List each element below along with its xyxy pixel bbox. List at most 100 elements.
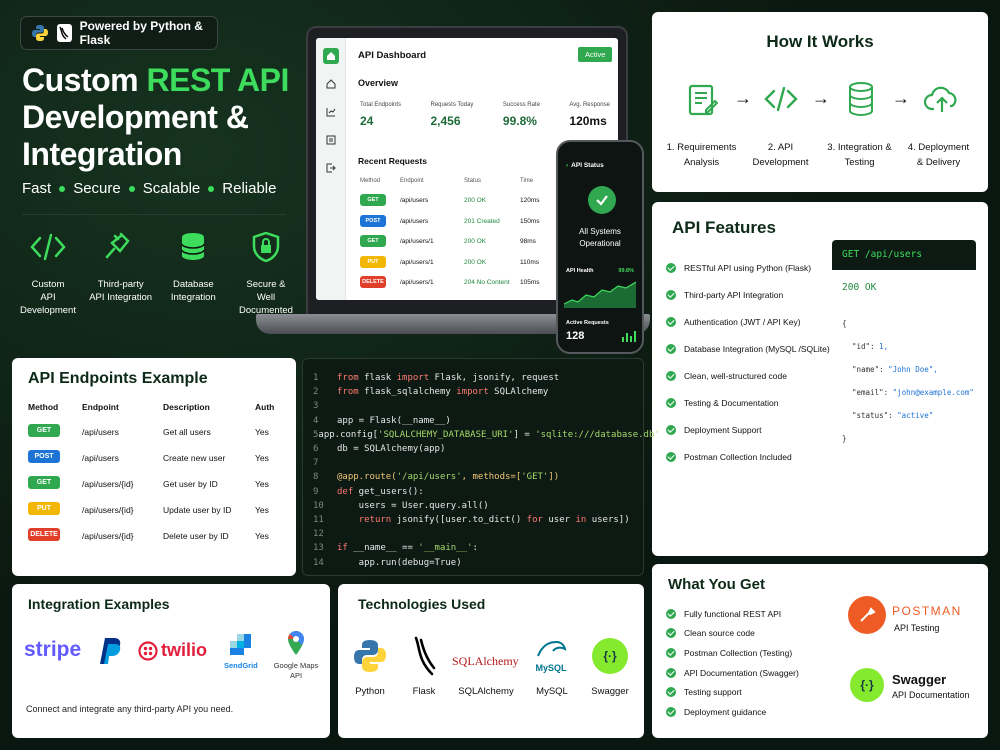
endpoint-text: /api/users/{id}	[82, 505, 134, 515]
endpoint-text: /api/users	[82, 453, 119, 463]
service-line2: API Development	[20, 292, 76, 316]
endpoint-text: /api/users	[82, 427, 119, 437]
health-value: 99.8%	[618, 268, 634, 274]
title-part2: Development &	[22, 99, 249, 135]
integrations-footer: Connect and integrate any third-party AP…	[26, 704, 234, 714]
endpoint-text: /api/users/1	[400, 279, 434, 286]
database-icon	[181, 233, 206, 260]
feature-text: Deployment Support	[684, 424, 762, 435]
step-line2: Development	[752, 157, 809, 168]
title-highlight: REST API	[146, 62, 290, 98]
endpoint-row: GET /api/users Get all users Yes	[28, 424, 288, 440]
json-open: {	[842, 319, 847, 328]
logout-icon[interactable]	[323, 160, 339, 176]
time-text: 105ms	[520, 279, 540, 286]
endpoint-row: PUT /api/users/{id} Update user by ID Ye…	[28, 502, 288, 518]
step-line1: 2. API	[767, 142, 794, 153]
what-you-get-title: What You Get	[668, 576, 765, 593]
code-text: from flask import Flask, jsonify, reques…	[337, 373, 560, 383]
code-line: 11 return jsonify([user.to_dict() for us…	[313, 513, 643, 527]
back-arrow-icon[interactable]: ‹	[566, 162, 569, 169]
step-line1: 4. Deployment	[907, 142, 970, 153]
hero-tagline: Fast Secure Scalable Reliable	[22, 180, 276, 197]
stripe-logo: stripe	[24, 638, 82, 661]
request-row[interactable]: GET /api/users 200 OK 120ms	[360, 194, 560, 208]
request-text: GET /api/users	[842, 249, 923, 260]
status-text: 200 OK	[464, 238, 487, 245]
endpoint-text: /api/users/1	[400, 258, 434, 266]
status-line1: All Systems	[579, 227, 621, 236]
phone-header: ‹API Status	[566, 162, 604, 169]
line-number: 4	[313, 415, 319, 426]
col-method: Method	[360, 178, 381, 184]
dashboard-title: API Dashboard	[358, 50, 427, 61]
stat-label: Avg. Response	[569, 102, 610, 108]
database-icon	[848, 82, 874, 121]
line-number: 5	[313, 429, 319, 440]
how-it-works-title: How It Works	[766, 32, 874, 51]
postman-name: POSTMAN	[892, 604, 962, 618]
check-icon	[666, 647, 676, 658]
active-status-badge[interactable]: Active	[578, 47, 613, 62]
code-line: 12	[313, 527, 643, 541]
google-maps-sub: API	[289, 671, 303, 680]
request-row[interactable]: DELETE /api/users/1 204 No Content 105ms	[360, 276, 560, 290]
arrow-icon: →	[892, 88, 910, 108]
json-line: "email": "john@example.com"	[852, 388, 974, 397]
technologies-title: Technologies Used	[358, 596, 486, 612]
json-key: "email"	[852, 388, 884, 397]
step-line2: Testing	[844, 157, 875, 168]
method-pill: DELETE	[28, 528, 60, 541]
feature-item: RESTful API using Python (Flask)	[666, 254, 836, 281]
auth-text: Yes	[255, 479, 269, 489]
line-number: 3	[313, 401, 319, 412]
feature-item: Deployment Support	[666, 416, 836, 443]
title-part3: Integration	[22, 136, 182, 172]
code-line: 8@app.route('/api/users', methods=['GET'…	[313, 470, 643, 484]
code-text: db = SQLAlchemy(app)	[337, 444, 446, 455]
method-pill: POST	[360, 214, 386, 227]
col-status: Status	[464, 178, 482, 184]
python-icon	[31, 24, 49, 42]
json-line: "id": 1,	[852, 342, 889, 351]
feature-text: Third-party API Integration	[684, 289, 784, 300]
json-key: "id"	[852, 342, 871, 351]
request-row[interactable]: GET /api/users/1 200 OK 98ms	[360, 235, 560, 249]
line-number: 9	[313, 486, 319, 497]
overview-title: Overview	[358, 78, 399, 88]
time-text: 150ms	[520, 217, 540, 225]
request-row[interactable]: POST /api/users 201 Created 150ms	[360, 214, 560, 229]
list-icon[interactable]	[323, 132, 339, 148]
time-text: 98ms	[520, 238, 536, 245]
auth-text: Yes	[255, 505, 269, 515]
request-row[interactable]: PUT /api/users/1 200 OK 110ms	[360, 255, 560, 270]
json-value: "active"	[897, 411, 934, 420]
line-number: 10	[313, 500, 324, 511]
home-outline-icon[interactable]	[323, 76, 339, 92]
home-icon[interactable]	[322, 48, 339, 64]
swagger-logo: {·}	[592, 638, 628, 674]
check-icon	[666, 262, 676, 273]
mysql-logo-text: MySQL	[535, 663, 567, 673]
code-text: def get_users():	[337, 486, 424, 497]
stat-value: 99.8%	[502, 114, 537, 128]
step-line2: & Delivery	[916, 157, 961, 168]
code-icon	[30, 233, 66, 261]
endpoint-row: GET /api/users/{id} Get user by ID Yes	[28, 476, 288, 492]
code-line: 10 users = User.query.all()	[313, 499, 643, 513]
feature-text: RESTful API using Python (Flask)	[684, 262, 812, 273]
cloud-upload-icon	[923, 84, 960, 119]
chart-icon[interactable]	[323, 104, 339, 120]
